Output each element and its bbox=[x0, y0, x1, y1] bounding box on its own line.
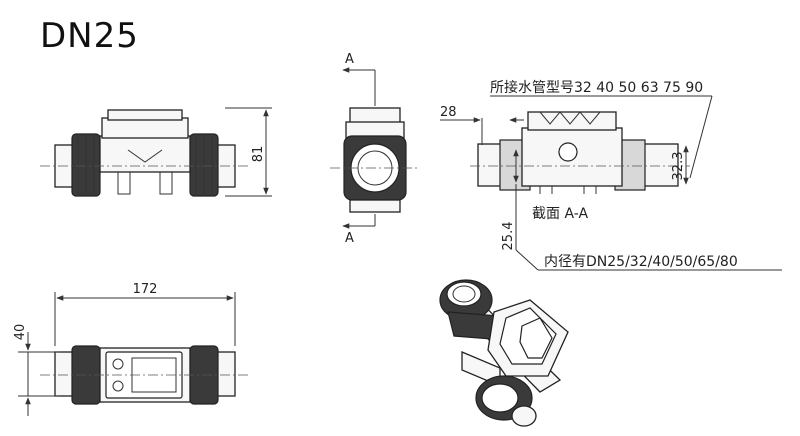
iso-lcd-display bbox=[519, 317, 553, 359]
height-dimension-label: 81 bbox=[251, 146, 266, 163]
inner-diameters-note: 内径有DN25/32/40/50/65/80 bbox=[544, 254, 738, 270]
meter-body bbox=[99, 135, 191, 173]
end-view: A A bbox=[330, 52, 420, 246]
front-view: 81 bbox=[40, 107, 272, 197]
page-title: DN25 bbox=[40, 16, 139, 56]
width-dimension-label: 40 bbox=[13, 324, 28, 341]
section-marker-bottom: A bbox=[345, 231, 354, 246]
socket-depth-label: 28 bbox=[440, 105, 457, 120]
section-marker-top: A bbox=[345, 52, 354, 67]
display-button-top bbox=[112, 358, 124, 370]
pipe-od-label: 32.3 bbox=[671, 152, 686, 181]
top-view: 172 40 bbox=[13, 282, 250, 416]
isometric-view bbox=[439, 279, 569, 427]
length-dimension-label: 172 bbox=[133, 282, 158, 297]
section-label: 截面 A-A bbox=[532, 206, 588, 222]
display-button-bottom bbox=[112, 380, 124, 392]
meter-head bbox=[101, 117, 189, 139]
inner-bore-label: 25.4 bbox=[501, 222, 516, 251]
pipe-sizes-note: 所接水管型号32 40 50 63 75 90 bbox=[490, 79, 703, 96]
section-view-a-a: 28 32.3 25.4 截面 A-A 所接水管型号32 40 50 63 75… bbox=[440, 79, 782, 271]
